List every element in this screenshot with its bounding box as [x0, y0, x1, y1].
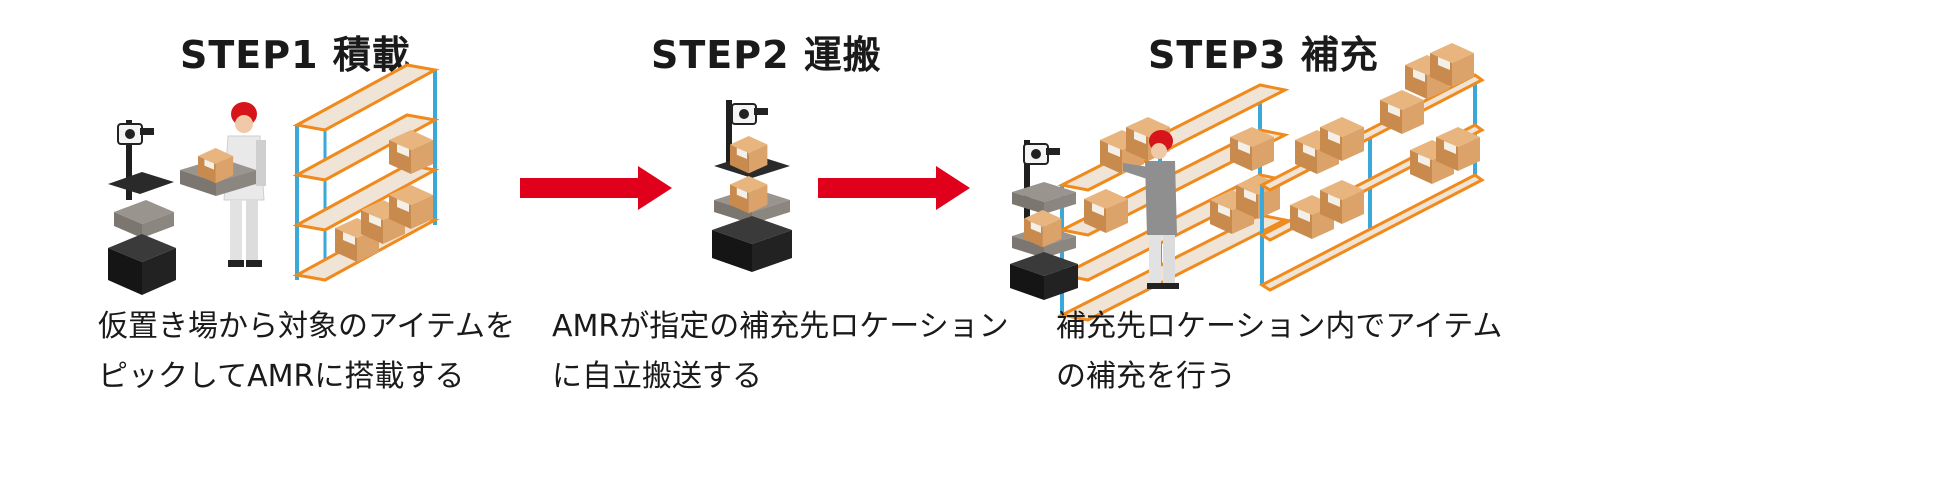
worker-icon — [180, 102, 266, 267]
step1-description: 仮置き場から対象のアイテムを ピックしてAMRに搭載する — [98, 302, 515, 402]
step2-desc-line1: AMRが指定の補充先ロケーション — [552, 309, 1009, 344]
step3-description: 補充先ロケーション内でアイテム の補充を行う — [1056, 302, 1502, 402]
step2-illustration — [712, 100, 792, 272]
step2-desc-line2: に自立搬送する — [552, 359, 762, 394]
step3-title: STEP3 補充 — [1148, 33, 1379, 77]
storage-rack-icon — [292, 63, 440, 282]
step3-desc-line1: 補充先ロケーション内でアイテム — [1056, 309, 1503, 344]
step1-title: STEP1 積載 — [180, 33, 411, 77]
cardboard-box-icon — [1290, 43, 1480, 239]
right-arrow-icon — [818, 166, 970, 210]
storage-rack-icon — [1258, 43, 1485, 292]
step3-desc-line2: の補充を行う — [1056, 359, 1236, 394]
worker-icon — [1123, 130, 1179, 289]
amr-robot-icon — [108, 120, 176, 295]
step2-description: AMRが指定の補充先ロケーション に自立搬送する — [552, 302, 1009, 402]
amr-robot-icon — [712, 100, 792, 272]
step1-illustration — [108, 63, 440, 295]
right-arrow-icon — [520, 166, 672, 210]
step3-illustration — [1010, 43, 1485, 322]
step1-desc-line1: 仮置き場から対象のアイテムを — [98, 309, 515, 344]
amr-robot-icon — [1010, 140, 1078, 300]
step2-title: STEP2 運搬 — [651, 33, 882, 77]
step1-desc-line2: ピックしてAMRに搭載する — [98, 359, 465, 394]
